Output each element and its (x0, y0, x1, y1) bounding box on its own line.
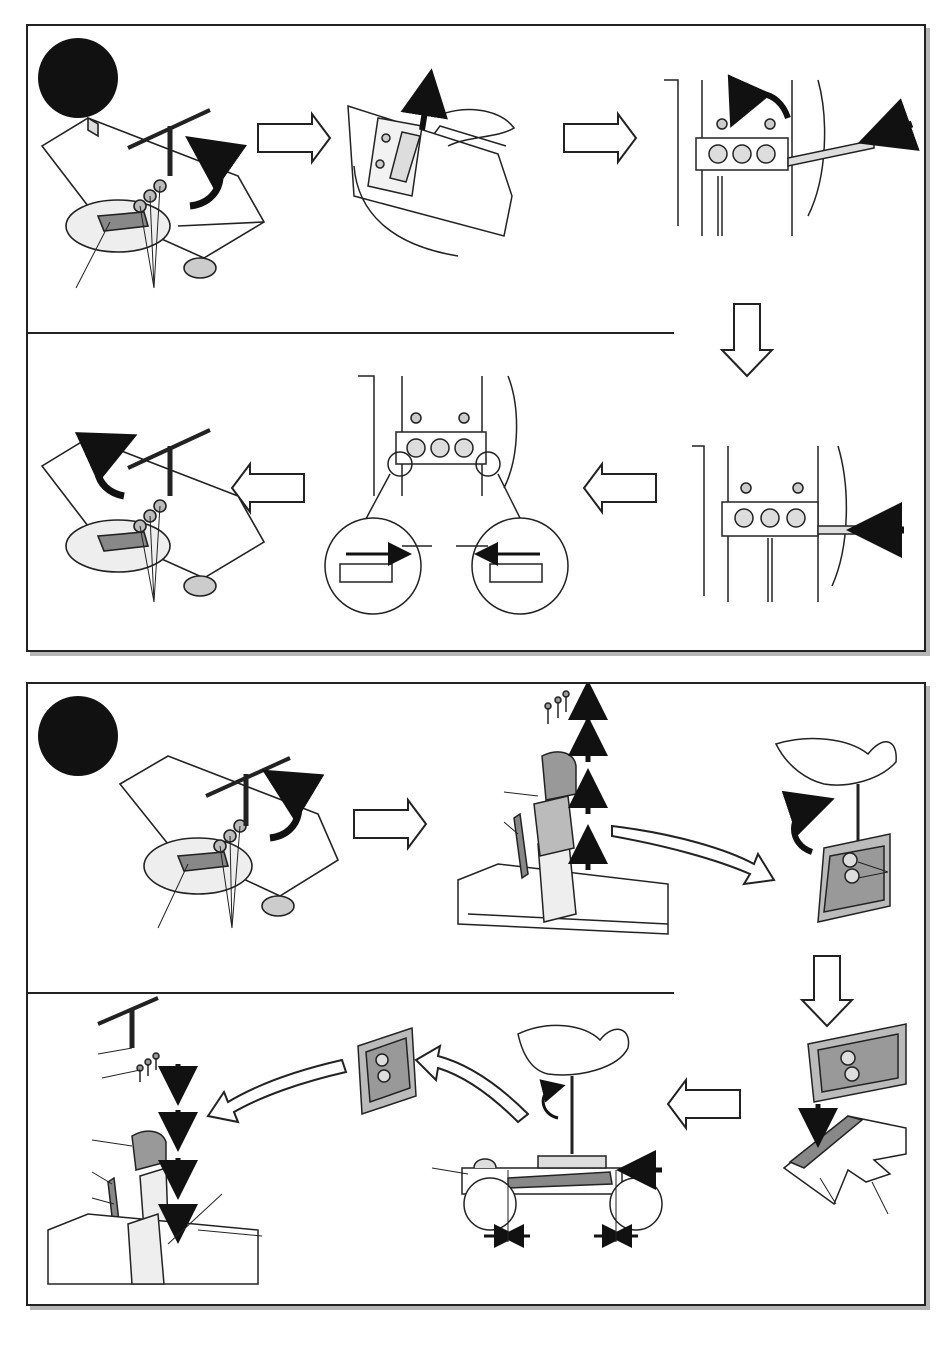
set-plate-illustration (358, 1028, 416, 1114)
arrow-left-icon (584, 464, 656, 512)
remove-blade-illustration (348, 92, 514, 256)
arrow-right-icon (258, 114, 330, 162)
panel-a (26, 24, 926, 652)
curved-arrow-icon (612, 826, 774, 884)
curved-arrow-icon (208, 1060, 346, 1122)
alignment-zoom-illustration (325, 376, 568, 614)
panel-a-illustrations (28, 26, 924, 650)
separate-plate-illustration (784, 1024, 906, 1214)
arrow-right-icon (354, 800, 426, 848)
planer-tighten-illustration (42, 430, 264, 602)
arrow-left-icon (668, 1080, 740, 1128)
planer-loosen-illustration (42, 110, 264, 288)
insert-gauge-illustration (664, 80, 912, 236)
panel-b (26, 682, 926, 1306)
arrow-down-icon (802, 956, 852, 1026)
push-gauge-illustration (692, 446, 904, 602)
arrow-right-icon (564, 114, 636, 162)
arrow-down-icon (722, 304, 772, 376)
planer-loosen-illustration (120, 756, 338, 928)
unscrew-set-plate-illustration (776, 739, 896, 922)
panel-b-illustrations (28, 684, 924, 1304)
curved-arrow-icon (416, 1046, 528, 1122)
exploded-drum-illustration (458, 691, 668, 934)
reassemble-illustration (48, 998, 262, 1284)
adjust-on-gauge-illustration (432, 1025, 662, 1242)
